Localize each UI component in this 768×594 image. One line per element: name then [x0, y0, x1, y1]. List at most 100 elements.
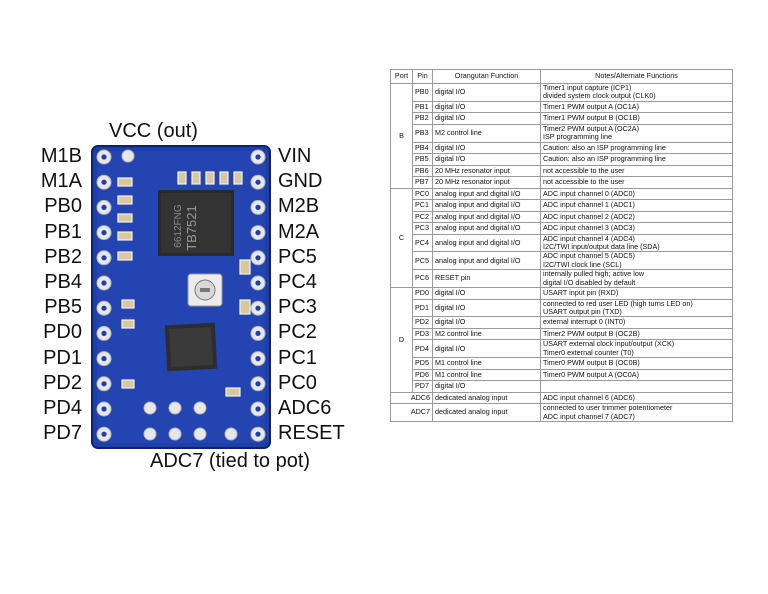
- smd-component: [117, 231, 133, 241]
- function-cell: analog input and digital I/O: [432, 187, 541, 201]
- pin-cell: PB6: [412, 164, 433, 178]
- port-cell: C: [390, 187, 413, 289]
- function-cell: digital I/O: [432, 83, 541, 102]
- pin-cell: PD4: [412, 339, 433, 359]
- pin-cell: PD3: [412, 327, 433, 341]
- chip-marking-2: 6612FNG: [173, 204, 184, 248]
- function-cell: analog input and digital I/O: [432, 233, 541, 253]
- pin-hole: [101, 381, 107, 387]
- pin-cell: PC6: [412, 269, 433, 289]
- function-cell: digital I/O: [432, 153, 541, 166]
- adc7-pot-label: ADC7 (tied to pot): [150, 450, 311, 472]
- pin-cell: PB5: [412, 153, 433, 166]
- smd-component: [121, 379, 135, 389]
- notes-cell: Timer2 PWM output B (OC2B): [540, 327, 733, 341]
- smd-component: [117, 195, 133, 205]
- function-cell: analog input and digital I/O: [432, 210, 541, 224]
- left-pin-label: PB1: [44, 220, 82, 243]
- pin-hole: [101, 305, 107, 311]
- right-pin-label: ADC6: [278, 397, 332, 419]
- right-pin-label: M2A: [278, 220, 320, 243]
- extra-pad: [143, 427, 157, 441]
- pin-hole: [101, 330, 107, 336]
- function-cell: digital I/O: [432, 298, 541, 318]
- right-pin-label: VIN: [278, 145, 312, 167]
- pin-cell: PD2: [412, 316, 433, 329]
- right-pin-label: RESET: [278, 422, 345, 445]
- notes-cell: internally pulled high; active low digit…: [540, 269, 733, 289]
- left-pin-label: PD1: [43, 346, 82, 369]
- pin-hole: [101, 406, 107, 412]
- pin-cell: ADC6: [390, 391, 433, 405]
- header-pin: Pin: [412, 69, 433, 84]
- pin-hole: [101, 431, 107, 437]
- notes-cell: ADC input channel 4 (ADC4) I2C/TWI input…: [540, 233, 733, 253]
- notes-cell: not accessible to the user: [540, 176, 733, 189]
- pin-hole: [255, 204, 261, 210]
- board-illustration: TB7521 6612FNG: [91, 145, 271, 449]
- function-cell: M2 control line: [432, 327, 541, 341]
- smd-component: [239, 259, 251, 275]
- smd-component: [121, 319, 135, 329]
- left-pin-label: M1B: [40, 145, 82, 167]
- left-pin-label: PB4: [44, 271, 82, 293]
- notes-cell: ADC input channel 2 (ADC2): [540, 210, 733, 224]
- pin-hole: [255, 230, 261, 236]
- pin-cell: PD0: [412, 287, 433, 300]
- notes-cell: Caution: also an ISP programming line: [540, 153, 733, 166]
- left-pin-label: PD7: [43, 422, 82, 445]
- pin-cell: PC4: [412, 233, 433, 253]
- pin-cell: PC2: [412, 210, 433, 224]
- pin-hole: [255, 431, 261, 437]
- pin-cell: PC5: [412, 251, 433, 271]
- pin-cell: PD1: [412, 298, 433, 318]
- function-cell: 20 MHz resonator input: [432, 176, 541, 189]
- smd-component: [205, 171, 215, 185]
- pin-cell: PB0: [412, 83, 433, 102]
- function-cell: M2 control line: [432, 123, 541, 143]
- function-cell: digital I/O: [432, 141, 541, 155]
- smd-component: [177, 171, 187, 185]
- pin-hole: [101, 255, 107, 261]
- header-port: Port: [390, 69, 413, 84]
- extra-pad: [193, 427, 207, 441]
- extra-pad: [168, 427, 182, 441]
- right-pin-label: PC0: [278, 371, 317, 394]
- pin-hole: [255, 406, 261, 412]
- left-pin-label: PB0: [44, 195, 82, 218]
- pin-function-table-wrap: Port Pin Orangutan Function Notes/Altern…: [390, 69, 733, 422]
- pin-hole: [255, 305, 261, 311]
- function-cell: digital I/O: [432, 339, 541, 359]
- left-pin-label: PB5: [44, 296, 82, 319]
- right-pin-label: PC3: [278, 296, 317, 319]
- port-cell: B: [390, 83, 413, 189]
- right-pin-label: PC2: [278, 321, 317, 344]
- right-pin-label: M2B: [278, 195, 320, 218]
- extra-pad: [224, 427, 238, 441]
- notes-cell: USART input pin (RXD): [540, 287, 733, 300]
- right-pin-label: PC4: [278, 271, 317, 293]
- pin-hole: [101, 280, 107, 286]
- port-cell: D: [390, 287, 413, 393]
- function-cell: digital I/O: [432, 287, 541, 300]
- smd-component: [225, 387, 241, 397]
- extra-pad: [193, 401, 207, 415]
- function-cell: dedicated analog input: [432, 391, 541, 405]
- function-cell: digital I/O: [432, 112, 541, 125]
- pin-cell: PC3: [412, 222, 433, 235]
- smd-component: [191, 171, 201, 185]
- pin-cell: PB7: [412, 176, 433, 189]
- pin-hole: [255, 179, 261, 185]
